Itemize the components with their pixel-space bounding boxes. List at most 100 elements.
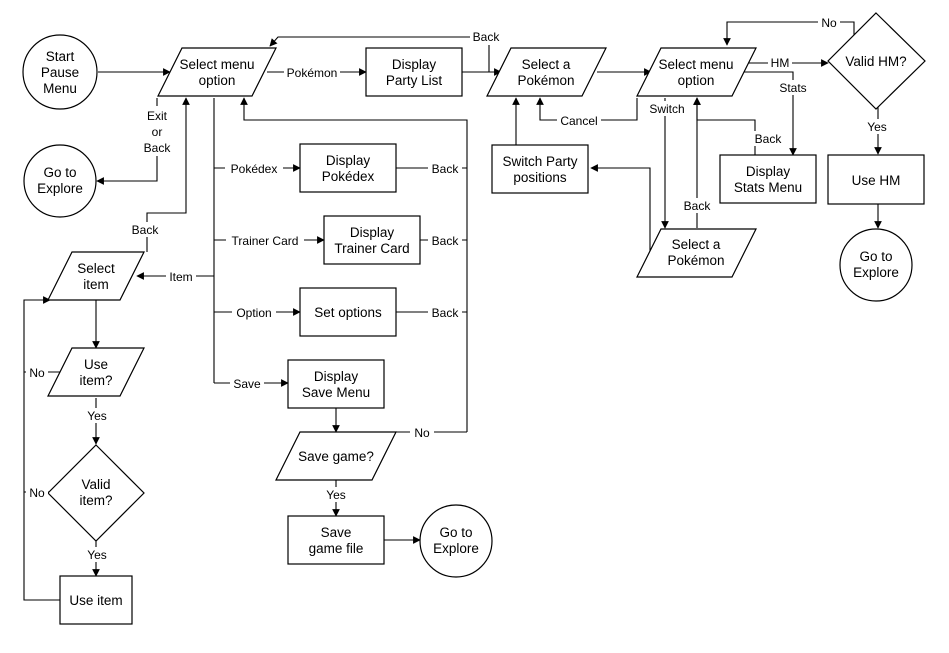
use-hm-line-1: Use HM — [852, 173, 901, 188]
node-display-party-list: Display Party List — [365, 47, 463, 97]
node-select-pokemon-switch: Select a Pokémon — [636, 228, 757, 278]
label-no-hm: No — [821, 16, 837, 30]
stats-line-1: Display — [746, 164, 791, 179]
label-hm: HM — [771, 56, 790, 70]
select-item-line-2: item — [83, 277, 109, 292]
set-options-line-1: Set options — [314, 305, 382, 320]
edge-useitem-loop — [23, 296, 60, 601]
node-select-menu-option-main: Select menu option — [157, 47, 277, 97]
valid-item-line-2: item? — [79, 493, 112, 508]
explore-3-line-2: Explore — [433, 541, 479, 556]
edge-stats — [730, 71, 797, 156]
select-menu-2-line-2: option — [678, 73, 715, 88]
node-go-to-explore-left: Go to Explore — [23, 144, 97, 218]
node-display-trainer-card: Display Trainer Card — [323, 215, 421, 265]
select-menu-1-line-2: option — [199, 73, 236, 88]
explore-2-line-1: Go to — [859, 249, 892, 264]
label-exit: Exit — [147, 109, 168, 123]
label-save: Save — [233, 377, 261, 391]
explore-3-line-1: Go to — [439, 525, 472, 540]
node-select-item: Select item — [47, 251, 145, 301]
node-start-pause-menu: Start Pause Menu — [22, 34, 98, 110]
node-use-hm: Use HM — [827, 154, 925, 205]
label-stats: Stats — [779, 81, 806, 95]
label-yes-hm: Yes — [867, 120, 887, 134]
node-display-save-menu: Display Save Menu — [287, 359, 385, 409]
trainer-line-1: Display — [350, 225, 395, 240]
label-pokedex: Pokédex — [231, 162, 278, 176]
label-trainer-card: Trainer Card — [232, 234, 299, 248]
node-use-item: Use item — [59, 575, 133, 625]
pokedex-line-2: Pokédex — [322, 169, 375, 184]
node-valid-item-decision: Valid item? — [47, 444, 145, 542]
save-game-q-line-1: Save game? — [298, 449, 374, 464]
label-or: or — [152, 125, 163, 139]
edge-no-hm — [723, 21, 855, 46]
node-save-game-question: Save game? — [275, 431, 397, 481]
switch-party-line-1: Switch Party — [502, 154, 577, 169]
valid-hm-line-1: Valid HM? — [845, 54, 906, 69]
party-line-1: Display — [392, 57, 437, 72]
pokemon-1-line-1: Select a — [522, 57, 571, 72]
label-back-stats: Back — [755, 132, 783, 146]
label-back-switch: Back — [684, 199, 712, 213]
explore-1-line-1: Go to — [43, 165, 76, 180]
save-file-line-1: Save — [321, 525, 352, 540]
node-save-game-file: Save game file — [287, 515, 385, 565]
node-valid-hm-decision: Valid HM? — [827, 12, 926, 110]
node-select-pokemon-main: Select a Pokémon — [486, 47, 607, 97]
start-line-3: Menu — [43, 81, 77, 96]
label-item: Item — [169, 270, 192, 284]
pokemon-1-line-2: Pokémon — [517, 73, 574, 88]
label-cancel: Cancel — [560, 114, 597, 128]
label-no-save: No — [414, 426, 430, 440]
label-back-item: Back — [132, 223, 160, 237]
node-display-pokedex: Display Pokédex — [299, 143, 397, 193]
label-yes-valid: Yes — [87, 548, 107, 562]
label-yes-use: Yes — [87, 409, 107, 423]
use-item-q-line-1: Use — [84, 357, 108, 372]
save-menu-line-2: Save Menu — [302, 385, 370, 400]
switch-party-line-2: positions — [513, 170, 567, 185]
pokedex-line-1: Display — [326, 153, 371, 168]
edge-back-stats — [693, 97, 756, 155]
pokemon-2-line-2: Pokémon — [667, 253, 724, 268]
party-line-2: Party List — [386, 73, 443, 88]
node-switch-party-positions: Switch Party positions — [491, 144, 589, 194]
nodes: Start Pause Menu Select menu option Disp… — [22, 12, 926, 625]
use-item-q-line-2: item? — [79, 373, 112, 388]
label-back-option: Back — [432, 306, 460, 320]
node-display-stats-menu: Display Stats Menu — [719, 154, 817, 204]
select-menu-1-line-1: Select menu — [179, 57, 254, 72]
valid-item-line-1: Valid — [81, 477, 110, 492]
label-back-exit: Back — [144, 141, 172, 155]
label-back-top: Back — [473, 30, 501, 44]
node-use-item-question: Use item? — [47, 347, 145, 397]
node-go-to-explore-hm: Go to Explore — [839, 228, 913, 302]
use-item-line-1: Use item — [69, 593, 122, 608]
edge-back-top — [269, 36, 490, 72]
node-go-to-explore-save: Go to Explore — [419, 504, 493, 578]
label-yes-save: Yes — [326, 488, 346, 502]
label-back-pokedex: Back — [432, 162, 460, 176]
label-pokemon: Pokémon — [287, 66, 338, 80]
node-select-menu-option-pokemon: Select menu option — [636, 47, 757, 97]
label-switch: Switch — [649, 102, 684, 116]
explore-2-line-2: Explore — [853, 265, 899, 280]
start-line-2: Pause — [41, 65, 79, 80]
label-back-trainer: Back — [432, 234, 460, 248]
stats-line-2: Stats Menu — [734, 180, 802, 195]
node-set-options: Set options — [299, 287, 397, 337]
save-menu-line-1: Display — [314, 369, 359, 384]
edge-back-trunk — [240, 97, 468, 432]
trainer-line-2: Trainer Card — [334, 241, 409, 256]
select-menu-2-line-1: Select menu — [658, 57, 733, 72]
label-no-use: No — [29, 366, 45, 380]
start-line-1: Start — [46, 49, 75, 64]
explore-1-line-2: Explore — [37, 181, 83, 196]
pokemon-2-line-1: Select a — [672, 237, 721, 252]
label-option: Option — [236, 306, 271, 320]
label-no-valid: No — [29, 486, 45, 500]
save-file-line-2: game file — [309, 541, 364, 556]
